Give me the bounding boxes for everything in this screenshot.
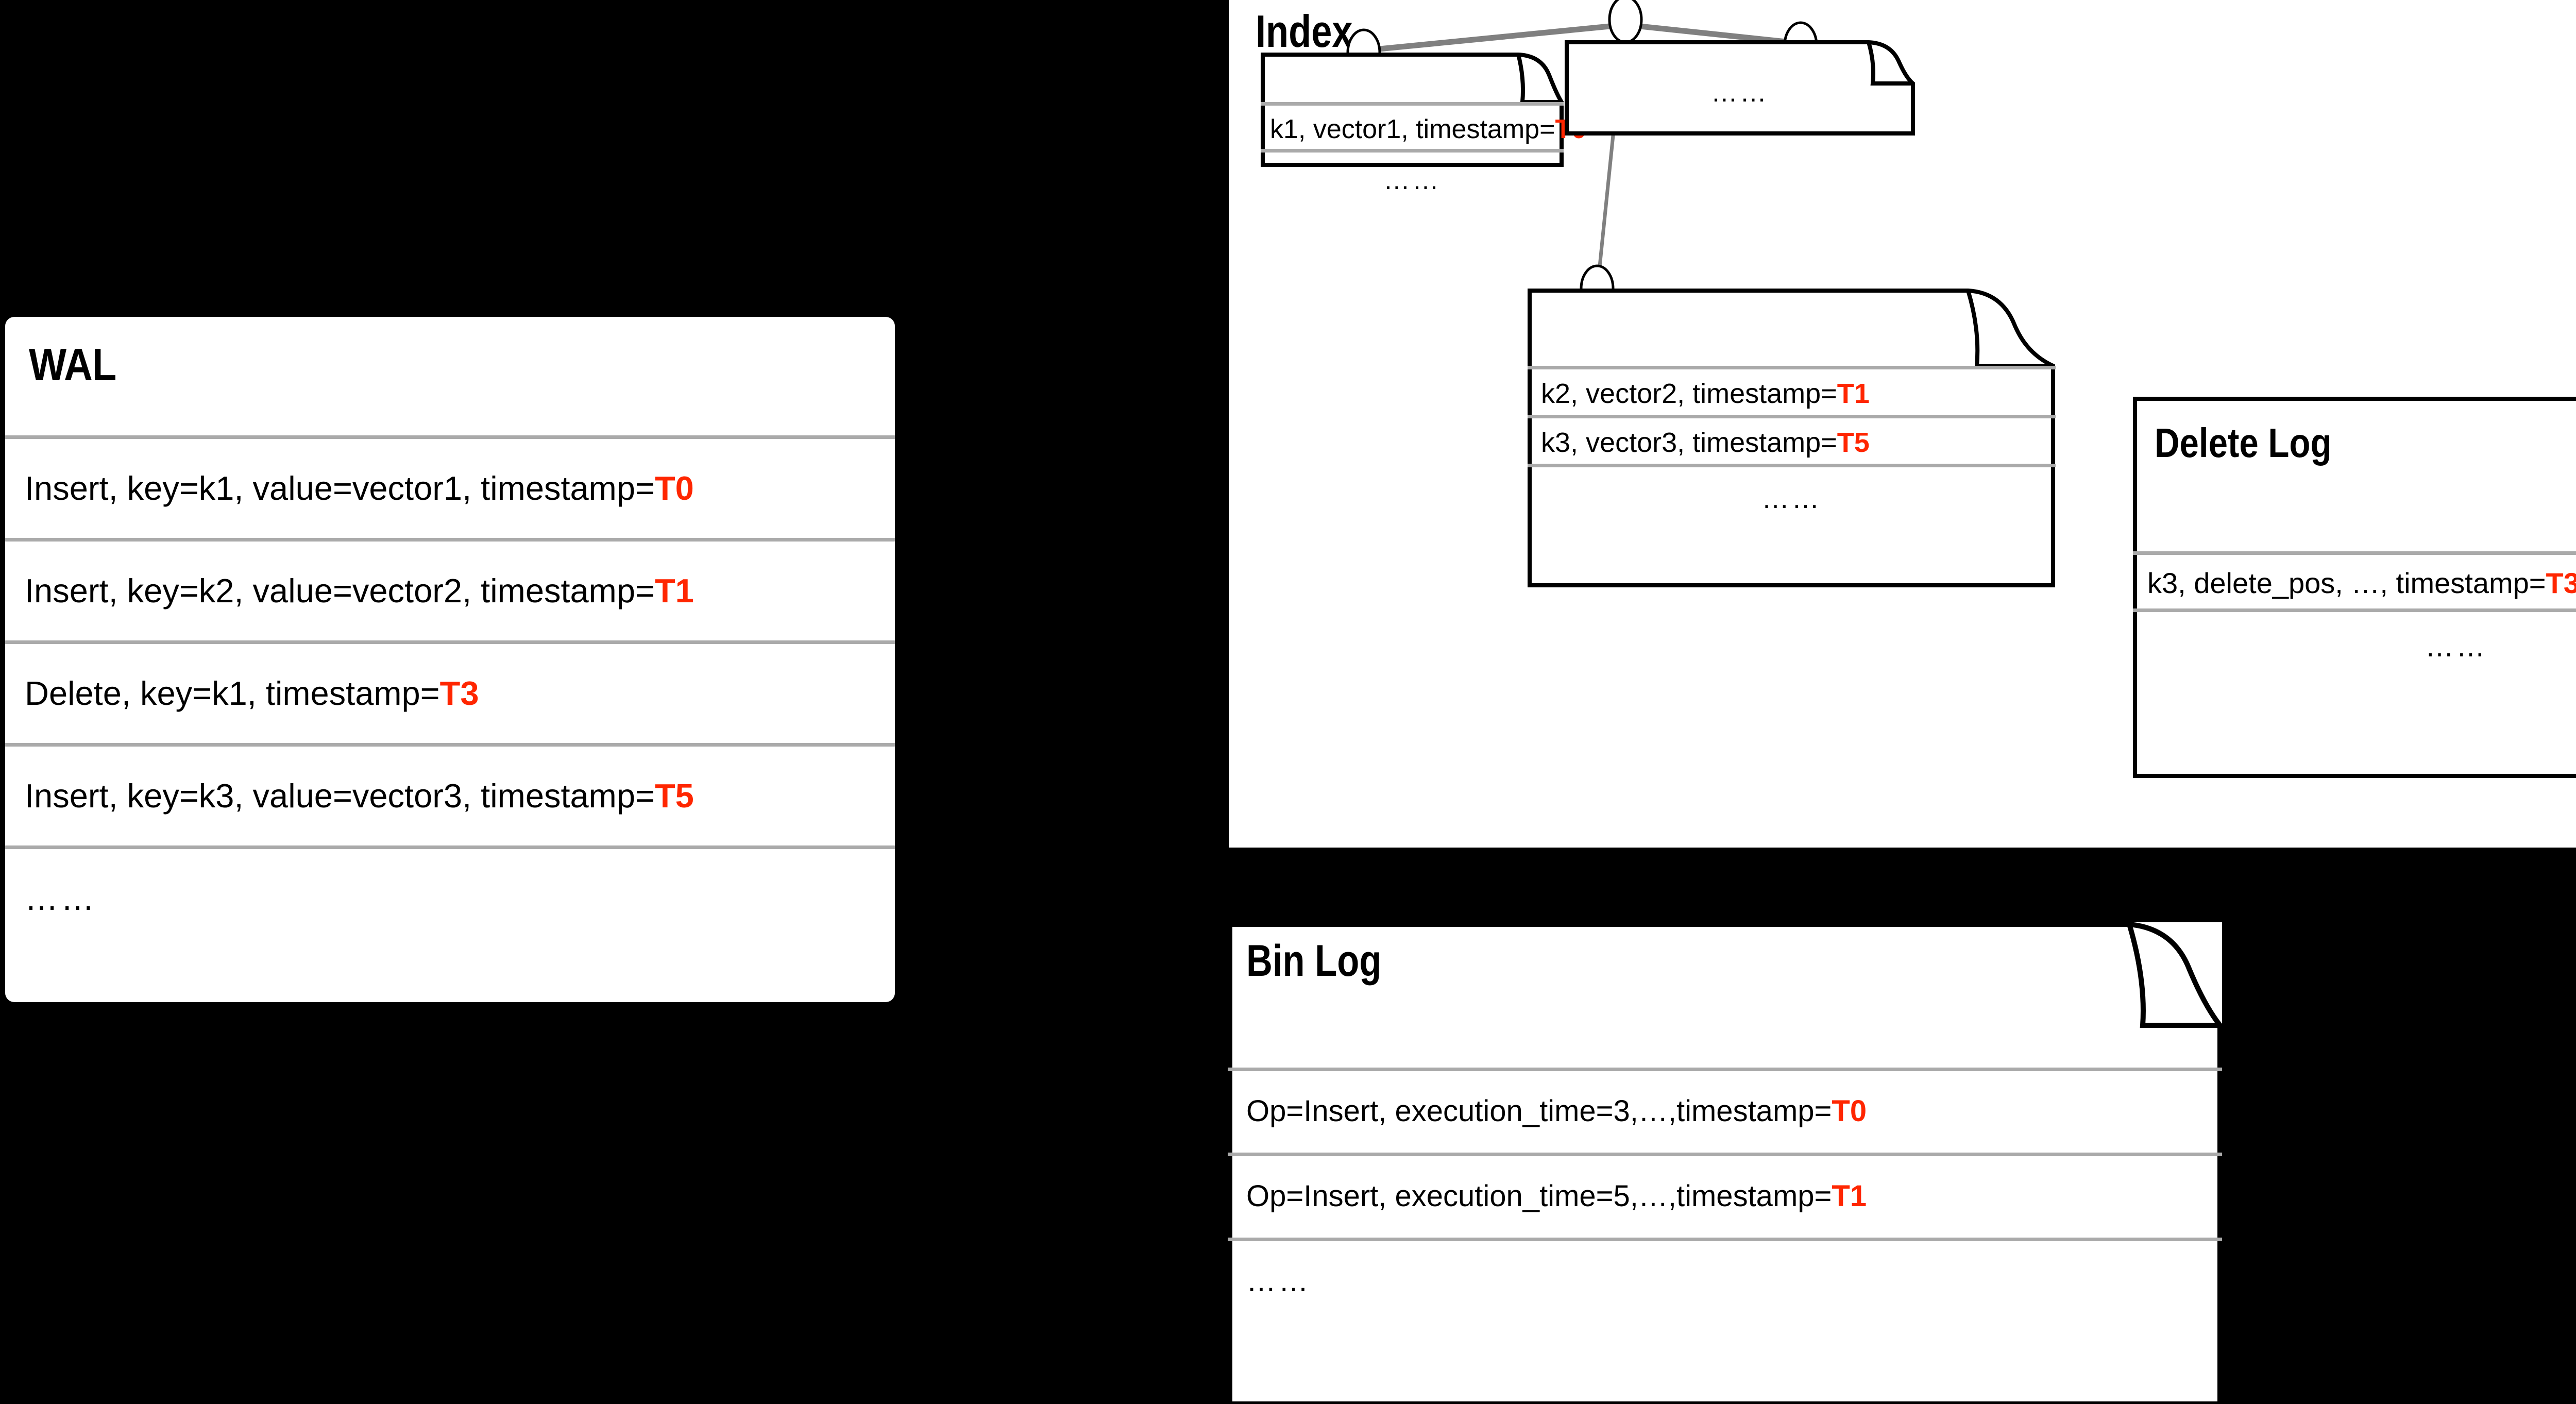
bin-log-row-ellipsis: …… [1246,1264,1311,1298]
bin-log-row-text: Op=Insert, execution_time=5,…,timestamp=… [1246,1179,1867,1213]
card-row-ellipsis: …… [2133,630,2576,663]
timestamp-badge: T0 [655,469,694,507]
card-row: k1, vector1, timestamp=T0 [1261,102,1564,149]
timestamp-badge: T0 [1832,1094,1867,1128]
card-row: k3, delete_pos, …, timestamp=T3 [2133,551,2576,608]
timestamp-badge: T5 [655,777,694,815]
card-row-text: k3, vector3, timestamp=T5 [1541,427,1870,459]
delete-log-title: Delete Log [2155,419,2332,467]
bin-log-row: Op=Insert, execution_time=3,…,timestamp=… [1228,1068,2222,1153]
card-row-text: k3, delete_pos, …, timestamp=T3 [2147,566,2576,600]
wal-row: …… [5,845,895,948]
wal-row-text: Insert, key=k3, value=vector3, timestamp… [25,776,694,815]
delete-log-card: Delete Log k3, delete_pos, …, timestamp=… [2133,397,2576,778]
wal-row: Insert, key=k3, value=vector3, timestamp… [5,743,895,845]
wal-row-list: Insert, key=k1, value=vector1, timestamp… [5,435,895,948]
card-row-list-k1: k1, vector1, timestamp=T0 …… [1261,102,1564,209]
wal-row-text: Insert, key=k1, value=vector1, timestamp… [25,469,694,508]
index-leaf-card-k1: k1, vector1, timestamp=T0 …… [1261,53,1564,167]
bin-log-panel: Bin Log Op=Insert, execution_time=3,…,ti… [1228,922,2222,1404]
card-row-ellipsis: …… [1528,483,2056,515]
wal-row: Delete, key=k1, timestamp=T3 [5,640,895,743]
wal-row: Insert, key=k1, value=vector1, timestamp… [5,435,895,538]
timestamp-badge: T5 [1837,427,1870,458]
wal-title: WAL [29,339,116,391]
bin-log-row: Op=Insert, execution_time=5,…,timestamp=… [1228,1153,2222,1238]
timestamp-badge: T3 [2546,567,2576,599]
wal-row: Insert, key=k2, value=vector2, timestamp… [5,538,895,640]
bin-log-title: Bin Log [1246,936,1381,987]
card-row-list-k23: k2, vector2, timestamp=T1 k3, vector3, t… [1528,366,2056,545]
wal-panel: WAL Insert, key=k1, value=vector1, times… [5,317,895,1002]
timestamp-badge: T1 [655,572,694,610]
card-row: …… [1261,149,1564,209]
card-row: …… [1528,464,2056,545]
index-panel: Index k1, vector1, timestamp=T0 …… [1229,0,2576,848]
timestamp-badge: T1 [1837,378,1870,409]
card-row-list-delete-log: k3, delete_pos, …, timestamp=T3 …… [2133,551,2576,705]
timestamp-badge: T3 [440,674,479,712]
card-row: …… [2133,608,2576,705]
index-leaf-card-k23: k2, vector2, timestamp=T1 k3, vector3, t… [1528,289,2056,587]
bin-log-row-text: Op=Insert, execution_time=3,…,timestamp=… [1246,1094,1867,1128]
index-title: Index [1256,5,1352,58]
wal-row-text: Insert, key=k2, value=vector2, timestamp… [25,571,694,610]
wal-row-ellipsis: …… [25,879,97,918]
bin-log-row: …… [1228,1238,2222,1365]
card-row: k2, vector2, timestamp=T1 [1528,366,2056,415]
card-row-ellipsis: …… [1565,77,1915,108]
wal-row-text: Delete, key=k1, timestamp=T3 [25,674,479,713]
card-row-text: k2, vector2, timestamp=T1 [1541,378,1870,410]
card-row-ellipsis: …… [1261,165,1564,196]
card-row: k3, vector3, timestamp=T5 [1528,415,2056,464]
tree-node-root [1609,0,1641,42]
index-leaf-card-dots: …… [1565,40,1915,136]
bin-log-row-list: Op=Insert, execution_time=3,…,timestamp=… [1228,1068,2222,1365]
timestamp-badge: T1 [1832,1179,1867,1213]
card-row-text: k1, vector1, timestamp=T0 [1270,114,1586,145]
